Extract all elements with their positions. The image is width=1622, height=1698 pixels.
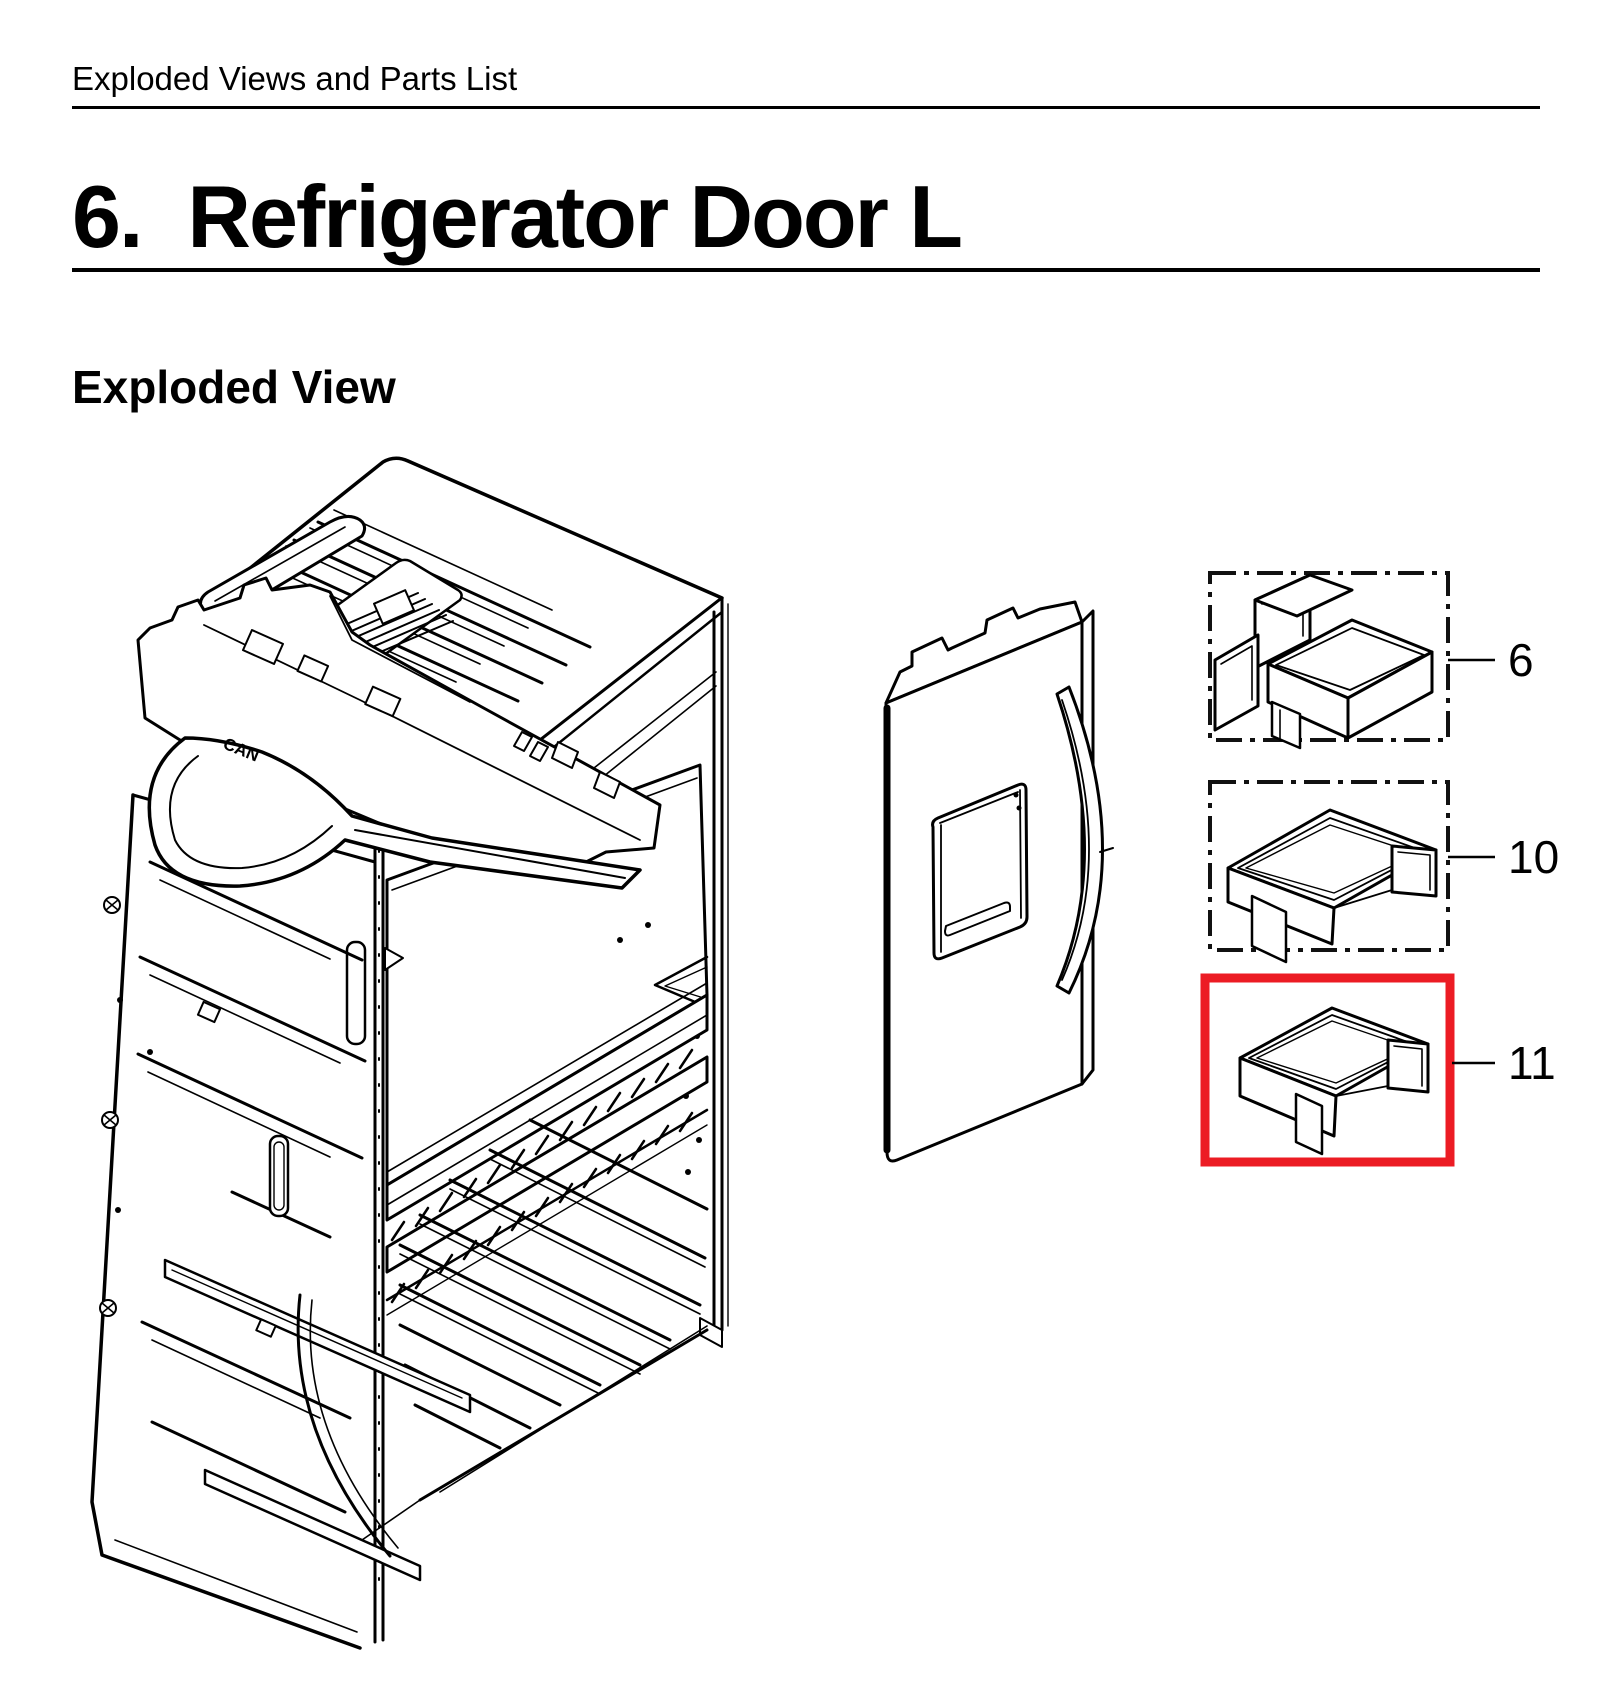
cabinet-drawing: CAN bbox=[90, 456, 729, 1650]
title-rule bbox=[72, 268, 1540, 272]
page-header: Exploded Views and Parts List bbox=[72, 60, 518, 97]
part-11-bin-drawing bbox=[1238, 1006, 1430, 1156]
divider-vents bbox=[385, 993, 709, 1316]
water-tube-loop bbox=[147, 736, 642, 890]
door-handle bbox=[1055, 685, 1114, 995]
part-6-box bbox=[1208, 571, 1450, 742]
part-10-group: 10 bbox=[1208, 780, 1559, 964]
part-6-callout: 6 bbox=[1508, 634, 1534, 686]
part-11-group: 11 bbox=[1200, 973, 1556, 1167]
left-stile bbox=[345, 788, 404, 1644]
subsection-title: Exploded View bbox=[72, 361, 396, 413]
part-6-group: 6 bbox=[1208, 571, 1534, 750]
part-10-box bbox=[1208, 780, 1450, 952]
part-11-highlight-box bbox=[1200, 973, 1455, 1167]
freezer-floor-ribs bbox=[361, 1118, 709, 1541]
door-drawing bbox=[883, 600, 1114, 1163]
part-10-bin-drawing bbox=[1226, 808, 1438, 964]
dispenser-recess bbox=[931, 782, 1029, 961]
section-title: 6. Refrigerator Door L bbox=[72, 166, 963, 268]
dispenser-assembly: CAN bbox=[136, 576, 662, 890]
section-title-text: Refrigerator Door L bbox=[187, 167, 963, 266]
part-10-callout: 10 bbox=[1508, 831, 1559, 883]
part-11-callout: 11 bbox=[1508, 1037, 1556, 1089]
part-6-bin-drawing bbox=[1213, 573, 1434, 750]
header-rule bbox=[72, 106, 1540, 109]
left-side-panel bbox=[90, 793, 472, 1650]
section-number: 6. bbox=[72, 167, 143, 266]
hinge-screws bbox=[99, 896, 153, 1317]
door-top-edge bbox=[884, 600, 1084, 705]
